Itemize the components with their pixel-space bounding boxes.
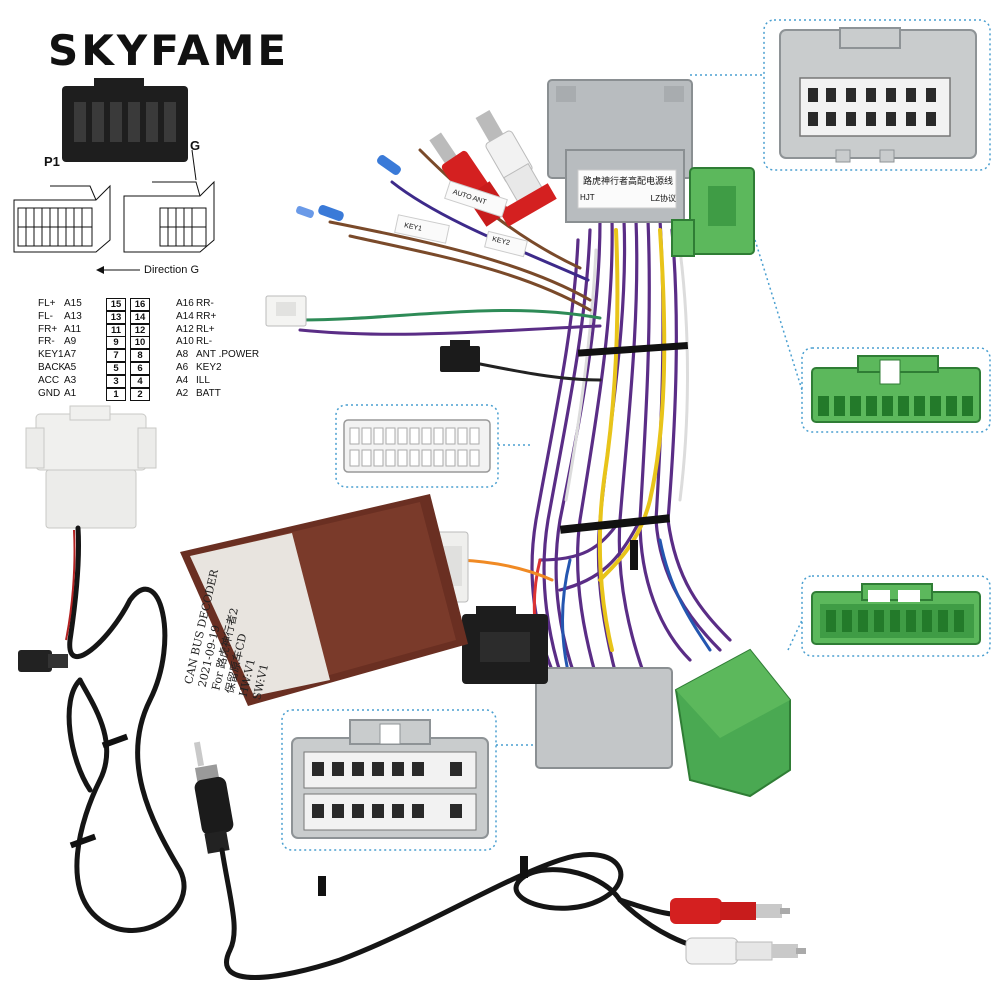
pin-right-label: RL- — [196, 336, 213, 348]
small-black-connector-mid — [440, 340, 480, 372]
grey-head-connector — [547, 79, 693, 223]
pin-right-code: A8 — [176, 349, 189, 361]
wire-labels — [394, 180, 528, 258]
pin-right-code: A14 — [176, 310, 194, 322]
pin-right-label: RL+ — [196, 323, 215, 335]
pin-number-left: 1 — [106, 387, 126, 401]
aux-jack — [193, 741, 234, 854]
g-line-drawing — [123, 149, 215, 253]
pin-left-label: KEY1 — [38, 349, 64, 361]
g-label: G — [190, 138, 201, 153]
black-cable-left — [66, 525, 187, 933]
p1-line-drawing — [13, 184, 111, 253]
pin-left-code: A7 — [64, 349, 77, 361]
white-plug-left — [25, 405, 157, 529]
grey-connector-face-bottom — [291, 719, 489, 839]
pin-right-label: RR- — [196, 298, 214, 309]
rca-plug-white-bottom — [685, 937, 806, 965]
pin-left-label: ACC — [38, 374, 60, 386]
pin-number-left: 3 — [106, 374, 126, 388]
pin-right-label: KEY2 — [196, 361, 222, 373]
pin-left-label: BACK — [38, 361, 66, 373]
small-white-connector — [265, 295, 307, 327]
cable-ties-left — [69, 733, 129, 849]
pin-left-code: A3 — [64, 374, 77, 386]
blue-terminals — [296, 155, 401, 222]
pin-number-right: 14 — [130, 310, 150, 324]
p1-label: P1 — [44, 154, 60, 169]
pin-right-code: A4 — [176, 374, 189, 386]
pin-number-left: 9 — [106, 336, 126, 350]
pin-number-right: 6 — [130, 361, 150, 375]
white-connector-face — [343, 419, 491, 473]
pin-number-left: 11 — [106, 323, 126, 337]
pin-left-code: A9 — [64, 336, 77, 348]
bundle-cable-ties — [559, 341, 689, 570]
pin-right-code: A6 — [176, 361, 189, 373]
pin-right-label: BATT — [196, 387, 221, 399]
aux-cable-ties — [318, 856, 528, 896]
pin-left-code: A13 — [64, 310, 82, 322]
grey-connector-face-top — [779, 27, 977, 163]
pin-number-right: 8 — [130, 349, 150, 363]
brand-logo: SKYFAME — [48, 26, 290, 75]
pin-number-left: 7 — [106, 349, 126, 363]
pin-left-label: FR- — [38, 336, 55, 348]
pin-right-label: ILL — [196, 374, 210, 386]
direction-label: Direction G — [144, 264, 200, 276]
pin-right-code: A2 — [176, 387, 189, 399]
pin-left-code: A15 — [64, 298, 82, 309]
pin-left-label: FL- — [38, 310, 53, 322]
harness-tag-title: 路虎神行者高配电源线 — [582, 176, 673, 186]
pin-right-label: RR+ — [196, 310, 217, 322]
can-bus-decoder-box — [180, 494, 468, 706]
black-connector-bottom — [462, 606, 548, 684]
lz-label: LZ协议 — [650, 194, 676, 203]
pin-left-code: A11 — [64, 323, 82, 335]
rca-plug-red-bottom — [670, 898, 790, 924]
pin-right-code: A16 — [176, 298, 194, 309]
pin-left-label: GND — [38, 387, 61, 399]
green-connector-face-2 — [811, 583, 981, 645]
grey-connector-bottom — [535, 667, 673, 769]
pin-left-code: A1 — [64, 387, 77, 399]
green-connector-face-1 — [811, 355, 981, 423]
pin-number-right: 2 — [130, 387, 150, 401]
pin-right-label: ANT .POWER — [196, 349, 260, 361]
red-wire-left — [65, 529, 76, 641]
pin-number-left: 5 — [106, 361, 126, 375]
harness-tag: 路虎神行者高配电源线 HJT LZ协议 — [580, 174, 676, 204]
green-connector-top — [671, 167, 755, 257]
pin-number-right: 4 — [130, 374, 150, 388]
pin-left-code: A5 — [64, 361, 77, 373]
green-connector-bottom — [674, 648, 791, 798]
pin-left-label: FL+ — [38, 298, 56, 309]
pin-right-code: A12 — [176, 323, 194, 335]
pin-right-code: A10 — [176, 336, 194, 348]
pin-number-right: 16 — [130, 298, 150, 311]
small-black-plug-left — [18, 650, 68, 672]
pin-number-right: 10 — [130, 336, 150, 350]
aux-cable — [219, 847, 723, 980]
p1-connector-photo — [62, 78, 188, 162]
pin-number-right: 12 — [130, 323, 150, 337]
direction-arrow — [96, 266, 140, 274]
pin-left-label: FR+ — [38, 323, 58, 335]
pin-number-left: 15 — [106, 298, 126, 311]
hjt-label: HJT — [580, 193, 595, 202]
pin-number-left: 13 — [106, 310, 126, 324]
